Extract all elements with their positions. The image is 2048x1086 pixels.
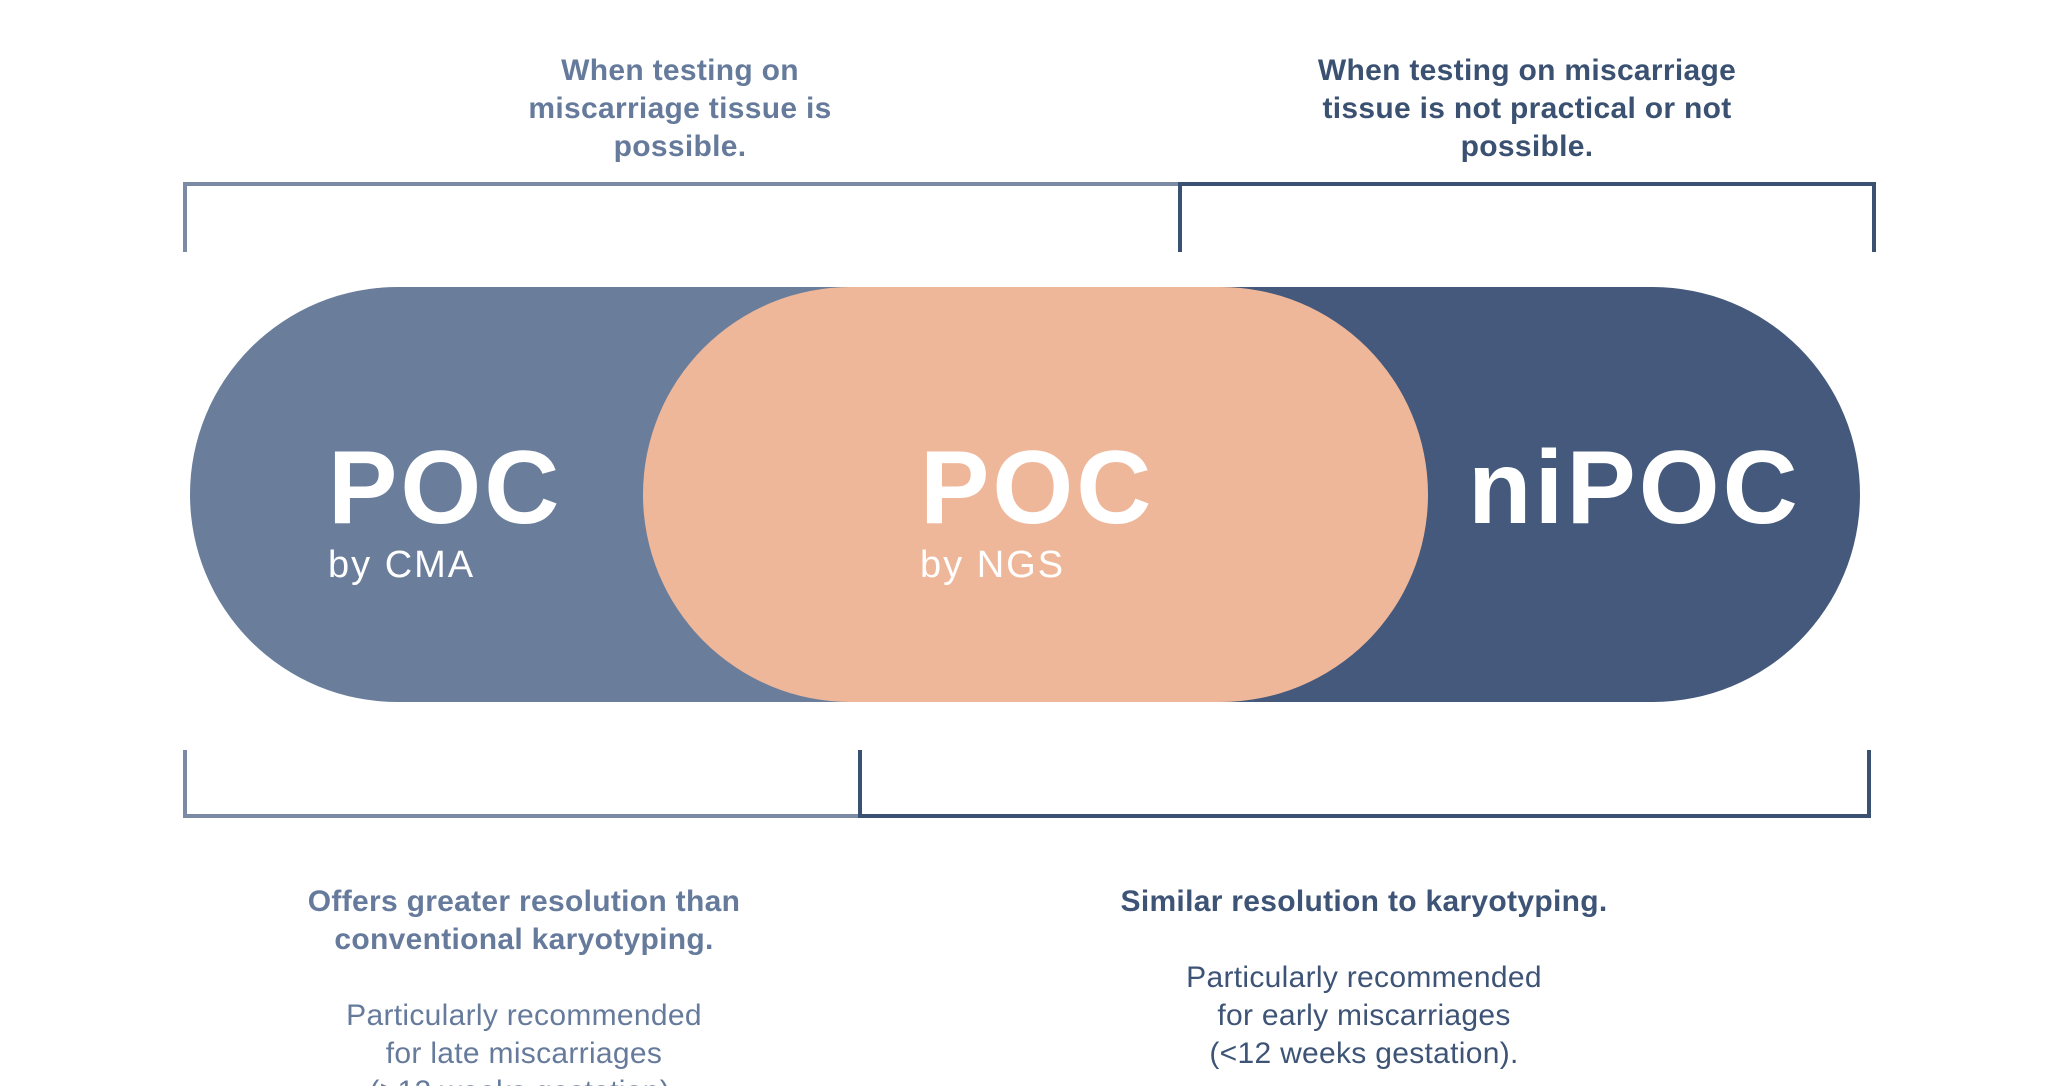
pill-poc-by-ngs (643, 287, 1428, 702)
bracket-bottom-right (858, 750, 1871, 818)
annotation-bottom-left-regular: Particularly recommended for late miscar… (346, 999, 702, 1086)
annotation-bottom-right: Similar resolution to karyotyping. Parti… (1084, 845, 1644, 1086)
bracket-bottom-left (183, 750, 862, 818)
pill-label-nipoc: niPOC (1468, 436, 1801, 540)
bracket-top-right (1178, 182, 1876, 252)
annotation-top-left: When testing on miscarriage tissue is po… (528, 54, 832, 163)
pill-title-poc-cma: POC (328, 430, 563, 546)
annotation-bottom-right-bold: Similar resolution to karyotyping. (1120, 885, 1608, 918)
annotation-bottom-right-regular: Particularly recommended for early misca… (1186, 961, 1542, 1070)
pill-title-nipoc: niPOC (1468, 430, 1801, 546)
pill-label-poc-ngs: POC by NGS (920, 436, 1154, 584)
pill-title-poc-ngs: POC (920, 430, 1155, 546)
annotation-top-right: When testing on miscarriage tissue is no… (1317, 54, 1737, 163)
pill-label-poc-cma: POC by CMA (328, 436, 562, 584)
pill-subtitle-poc-ngs: by NGS (920, 544, 1066, 586)
bracket-top-left (183, 182, 1182, 252)
annotation-bottom-left: Offers greater resolution than conventio… (244, 845, 804, 1086)
annotation-bottom-left-bold: Offers greater resolution than conventio… (307, 885, 741, 956)
pill-subtitle-poc-cma: by CMA (328, 544, 476, 586)
